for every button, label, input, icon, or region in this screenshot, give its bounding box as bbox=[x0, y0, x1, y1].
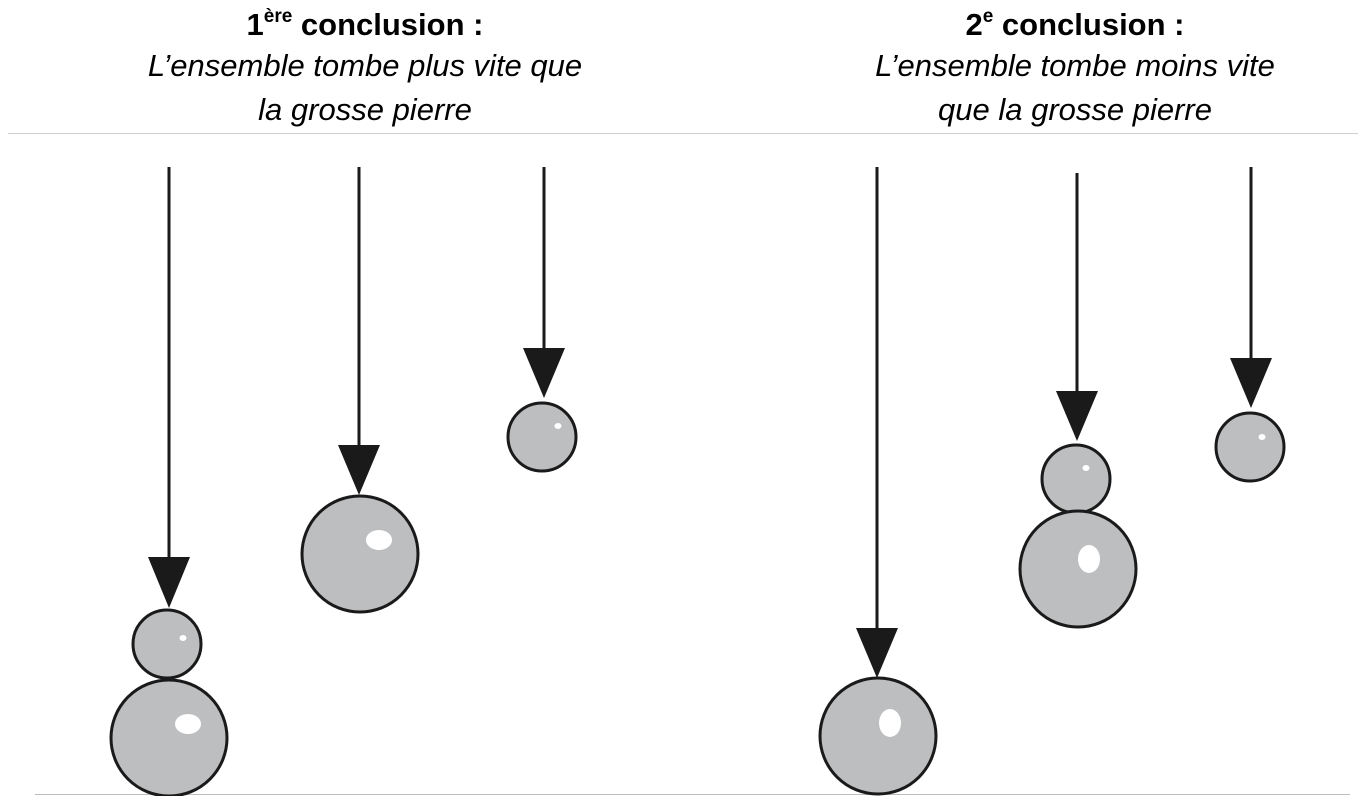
fall-arrow-head bbox=[523, 348, 565, 398]
right-conclusion-title: 2e conclusion : bbox=[965, 5, 1185, 42]
left-conclusion-subtitle-line-2: la grosse pierre bbox=[258, 92, 472, 127]
right-conclusion-subtitle-line-1: L’ensemble tombe moins vite bbox=[875, 48, 1275, 83]
stone-highlight bbox=[554, 423, 562, 429]
top-divider bbox=[8, 133, 1358, 134]
fall-arrow-head bbox=[1056, 391, 1098, 441]
left-big-stone-fall bbox=[300, 167, 420, 614]
fall-arrow-head bbox=[856, 628, 898, 678]
small-stone bbox=[1214, 411, 1286, 483]
left-combined-fall bbox=[109, 167, 229, 796]
ground-line bbox=[35, 794, 1350, 795]
stone-highlight bbox=[179, 635, 187, 641]
big-stone bbox=[109, 678, 229, 796]
left-conclusion-title: 1ère conclusion : bbox=[246, 5, 484, 42]
stone-highlight bbox=[1078, 545, 1100, 573]
right-conclusion-header: 2e conclusion : L’ensemble tombe moins v… bbox=[810, 0, 1340, 132]
big-stone bbox=[818, 676, 938, 796]
right-combined-fall bbox=[1018, 173, 1138, 629]
small-stone bbox=[131, 608, 203, 680]
big-stone bbox=[300, 494, 420, 614]
big-stone bbox=[1018, 509, 1138, 629]
small-stone bbox=[506, 401, 578, 473]
right-small-stone-fall bbox=[1214, 167, 1286, 483]
stone-highlight bbox=[1082, 465, 1090, 471]
small-stone bbox=[1040, 443, 1112, 515]
stone-highlight bbox=[879, 709, 901, 737]
fall-arrow-head bbox=[1230, 358, 1272, 408]
fall-arrow-head bbox=[338, 445, 380, 495]
left-conclusion-subtitle-line-1: L’ensemble tombe plus vite que bbox=[147, 48, 583, 83]
left-small-stone-fall bbox=[506, 167, 578, 473]
fall-arrow-head bbox=[148, 557, 190, 608]
stone-highlight bbox=[366, 530, 392, 550]
right-conclusion-subtitle-line-2: que la grosse pierre bbox=[938, 92, 1212, 127]
right-big-stone-fall bbox=[818, 167, 938, 796]
left-conclusion-header: 1ère conclusion : L’ensemble tombe plus … bbox=[100, 0, 630, 132]
stone-highlight bbox=[1258, 434, 1266, 440]
stone-highlight bbox=[175, 714, 201, 734]
